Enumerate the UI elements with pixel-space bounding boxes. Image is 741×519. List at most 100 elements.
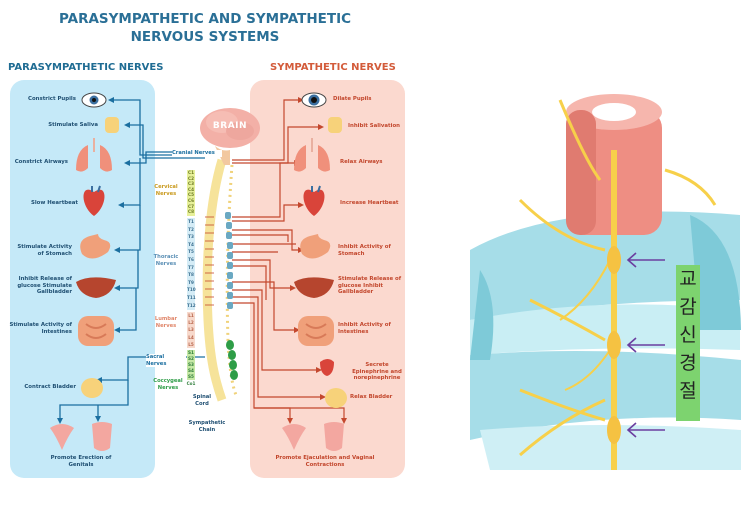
label-cervical-nerves: Cervical Nerves xyxy=(154,184,178,197)
label-dilate-pupils: Dilate Pupils xyxy=(333,96,372,102)
segment-s4: S4 xyxy=(188,368,194,373)
korean-char-5: 절 xyxy=(676,377,700,421)
title-line-1: PARASYMPATHETIC AND SYMPATHETIC xyxy=(58,11,351,27)
korean-char-2: 감 xyxy=(676,293,700,321)
female-genitals-icon-para xyxy=(50,424,74,450)
thoracic-segment-ticks xyxy=(205,216,214,306)
segment-l4: L4 xyxy=(188,334,194,340)
brain-label: BRAIN xyxy=(212,121,248,131)
segment-t3: T3 xyxy=(188,234,194,240)
label-thoracic-nerves: Thoracic Nerves xyxy=(153,254,179,267)
label-sacral-nerves: Sacral Nerves xyxy=(146,354,186,367)
label-relax-airways: Relax Airways xyxy=(340,159,383,165)
label-constrict-airways: Constrict Airways xyxy=(14,159,68,165)
segment-c3: C3 xyxy=(188,181,194,187)
thoracic-segment-bar xyxy=(187,218,195,310)
male-genitals-icon-sym xyxy=(324,422,344,451)
korean-char-1: 교 xyxy=(676,265,700,293)
korean-char-4: 경 xyxy=(676,349,700,377)
label-relax-bladder: Relax Bladder xyxy=(350,394,393,400)
brain-icon xyxy=(200,108,260,165)
segment-t2: T2 xyxy=(188,226,194,232)
bladder-icon-para xyxy=(81,378,103,398)
label-stimulate-saliva: Stimulate Saliva xyxy=(48,122,98,128)
label-contract-bladder: Contract Bladder xyxy=(24,384,76,390)
parasympathetic-header: PARASYMPATHETIC NERVES xyxy=(8,62,164,73)
ganglion-2 xyxy=(607,331,621,359)
label-stimulate-glucose: Stimulate Release of glucose Inhibit Gal… xyxy=(338,276,402,295)
segment-t9: T9 xyxy=(188,279,194,285)
segment-t6: T6 xyxy=(188,256,194,262)
lungs-icon-sym xyxy=(294,138,330,172)
sympathetic-arrowheads xyxy=(287,97,347,424)
sympathetic-header: SYMPATHETIC NERVES xyxy=(270,62,396,73)
segment-t12: T12 xyxy=(187,302,196,308)
lumbar-segment-bar xyxy=(187,312,195,348)
segment-l1: L1 xyxy=(188,313,194,318)
segment-c8: C8 xyxy=(188,209,194,215)
segment-l3: L3 xyxy=(188,327,194,333)
label-spinal-cord: Spinal Cord xyxy=(192,394,212,407)
segment-t10: T10 xyxy=(187,287,196,293)
segment-t1: T1 xyxy=(188,219,194,224)
arrow-icon-3 xyxy=(626,422,665,438)
arrow-icon-1 xyxy=(626,252,665,268)
segment-t11: T11 xyxy=(187,294,196,300)
segment-c4: C4 xyxy=(188,186,194,192)
spine-illustration xyxy=(470,94,741,470)
ganglia xyxy=(607,246,621,444)
eye-icon-para xyxy=(81,92,107,108)
segment-co1: Co1 xyxy=(186,381,196,386)
segment-c6: C6 xyxy=(188,197,194,203)
liver-icon-para xyxy=(76,277,116,298)
parasympathetic-panel xyxy=(10,80,155,478)
title-line-2: NERVOUS SYSTEMS xyxy=(130,29,280,45)
label-constrict-pupils: Constrict Pupils xyxy=(28,96,76,102)
intestines-icon-sym xyxy=(298,316,334,346)
segment-l2: L2 xyxy=(188,320,194,326)
segment-t7: T7 xyxy=(188,264,194,270)
salivary-gland-icon-para xyxy=(105,117,119,133)
segment-c1: C1 xyxy=(188,170,194,175)
cervical-segment-bar xyxy=(187,170,195,216)
segment-t5: T5 xyxy=(188,249,194,255)
segment-c7: C7 xyxy=(188,203,194,209)
heart-icon-para xyxy=(83,185,105,216)
arrow-icon-2 xyxy=(626,337,665,353)
eye-icon-sym xyxy=(301,92,327,108)
spinal-cord-column xyxy=(202,158,238,402)
ganglion-arrows xyxy=(626,252,665,438)
segment-t8: T8 xyxy=(188,272,194,278)
parasympathetic-arrowheads xyxy=(57,97,130,424)
label-sympathetic-chain: Sympathetic Chain xyxy=(188,420,226,433)
label-lumbar-nerves: Lumbar Nerves xyxy=(154,316,178,329)
intestines-icon-para xyxy=(78,316,114,346)
lungs-icon-para xyxy=(76,138,112,172)
female-genitals-icon-sym xyxy=(282,424,306,450)
ganglion-1 xyxy=(607,246,621,274)
ganglion-3 xyxy=(607,416,621,444)
label-slow-heartbeat: Slow Heartbeat xyxy=(30,200,78,206)
cervical-segment-codes: C1 C2 C3 C4 C5 C6 C7 C8 xyxy=(187,170,195,215)
male-genitals-icon-para xyxy=(92,422,112,451)
segment-s2: S2 xyxy=(188,356,194,361)
label-coccygeal-nerves: Coccygeal Nerves xyxy=(153,378,183,391)
lumbar-segment-codes: L1 L2 L3 L4 L5 xyxy=(187,312,195,348)
segment-s1: S1 xyxy=(188,350,194,355)
label-inhibit-intestines: Inhibit Activity of Intestines xyxy=(338,322,391,335)
bladder-icon-sym xyxy=(325,388,347,408)
adrenal-gland-icon-sym xyxy=(320,359,334,376)
segment-s3: S3 xyxy=(188,362,194,367)
sympathetic-chain-beads xyxy=(225,212,233,309)
label-stimulate-stomach: Stimulate Activity of Stomach xyxy=(17,244,72,257)
sacral-segment-codes: S1 S2 S3 S4 S5 xyxy=(187,350,195,380)
diagram-title: PARASYMPATHETIC AND SYMPATHETIC NERVOUS … xyxy=(40,10,370,46)
sacral-segment-bar xyxy=(187,350,195,380)
segment-l5: L5 xyxy=(188,341,194,347)
segment-s5: S5 xyxy=(188,374,194,379)
liver-icon-sym xyxy=(294,277,334,298)
label-inhibit-glucose: Inhibit Release of glucose Stimulate Gal… xyxy=(17,276,72,295)
korean-char-3: 신 xyxy=(676,321,700,349)
segment-t4: T4 xyxy=(188,241,194,247)
